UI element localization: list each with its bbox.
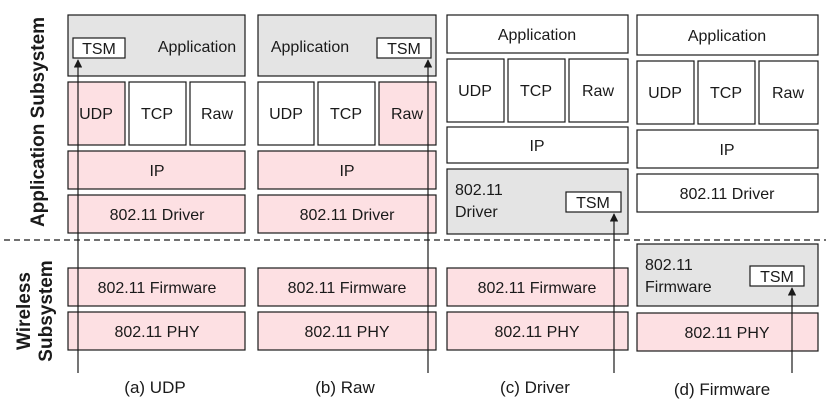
ip-layer <box>257 150 437 190</box>
udp-label: UDP <box>648 85 682 102</box>
firmware-label-line1: 802.11 <box>645 257 693 274</box>
tcp-box <box>697 60 756 125</box>
wireless-subsystem-label-line2: Subsystem <box>36 260 57 361</box>
phy-layer <box>446 311 629 351</box>
phy-layer <box>67 311 246 351</box>
tsm-box <box>72 37 126 59</box>
ip-label: IP <box>339 163 354 180</box>
column-firmware: Application UDP TCP Raw IP 802.11 Driver… <box>636 14 819 399</box>
ip-label: IP <box>719 142 734 159</box>
tcp-box <box>317 81 376 146</box>
udp-label: UDP <box>458 83 492 100</box>
tcp-box <box>128 81 187 146</box>
firmware-label: 802.11 Firmware <box>478 280 597 297</box>
application-subsystem-label: Application Subsystem <box>28 17 49 227</box>
phy-label: 802.11 PHY <box>114 324 199 341</box>
raw-label: Raw <box>391 106 423 123</box>
tcp-box <box>507 58 566 123</box>
phy-layer <box>257 311 437 351</box>
ip-label: IP <box>149 163 164 180</box>
udp-box <box>636 60 695 125</box>
raw-box <box>568 58 629 123</box>
caption-driver: (c) Driver <box>500 378 570 397</box>
udp-box <box>446 58 505 123</box>
application-layer <box>636 14 819 56</box>
raw-label: Raw <box>582 83 614 100</box>
ip-label: IP <box>529 138 544 155</box>
tsm-box <box>565 191 622 213</box>
application-label: Application <box>271 39 349 56</box>
tsm-box <box>376 37 432 59</box>
firmware-layer <box>446 267 629 307</box>
raw-label: Raw <box>201 106 233 123</box>
tsm-label: TSM <box>760 269 794 286</box>
driver-label: 802.11 Driver <box>680 186 776 203</box>
driver-layer <box>67 194 246 234</box>
caption-firmware: (d) Firmware <box>674 380 770 399</box>
application-label: Application <box>498 27 576 44</box>
tcp-label: TCP <box>710 85 742 102</box>
application-layer <box>446 14 629 54</box>
application-label: Application <box>688 28 766 45</box>
driver-label: 802.11 Driver <box>110 207 206 224</box>
ip-layer <box>446 126 629 164</box>
phy-label: 802.11 PHY <box>684 325 769 342</box>
udp-label: UDP <box>79 106 113 123</box>
tcp-label: TCP <box>141 106 173 123</box>
tsm-label: TSM <box>576 195 610 212</box>
phy-label: 802.11 PHY <box>304 324 389 341</box>
ip-layer <box>67 150 246 190</box>
firmware-label: 802.11 Firmware <box>98 280 217 297</box>
wireless-subsystem-label-line1: Wireless <box>14 272 35 350</box>
tcp-label: TCP <box>520 83 552 100</box>
raw-box <box>758 60 819 125</box>
udp-label: UDP <box>269 106 303 123</box>
phy-layer <box>636 312 819 352</box>
tsm-label: TSM <box>387 41 421 58</box>
tcp-label: TCP <box>330 106 362 123</box>
driver-label-line1: 802.11 <box>455 182 503 199</box>
tsm-label: TSM <box>82 41 116 58</box>
firmware-label: 802.11 Firmware <box>288 280 407 297</box>
driver-layer <box>636 173 819 213</box>
ip-layer <box>636 129 819 169</box>
column-udp: TSM Application UDP TCP Raw IP 802.11 Dr… <box>67 14 246 397</box>
column-driver: Application UDP TCP Raw IP 802.11 Driver… <box>446 14 629 397</box>
raw-box <box>189 81 246 146</box>
caption-raw: (b) Raw <box>315 378 375 397</box>
driver-layer <box>257 194 437 234</box>
udp-box <box>257 81 315 146</box>
phy-label: 802.11 PHY <box>494 324 579 341</box>
caption-udp: (a) UDP <box>124 378 185 397</box>
column-raw: Application TSM UDP TCP Raw IP 802.11 Dr… <box>257 14 437 397</box>
firmware-layer <box>257 267 437 307</box>
driver-label-line2: Driver <box>455 204 498 221</box>
application-label: Application <box>158 39 236 56</box>
firmware-label-line2: Firmware <box>645 279 712 296</box>
tsm-box <box>749 265 805 287</box>
firmware-layer <box>67 267 246 307</box>
raw-box <box>378 81 437 146</box>
raw-label: Raw <box>772 85 804 102</box>
driver-label: 802.11 Driver <box>300 207 396 224</box>
